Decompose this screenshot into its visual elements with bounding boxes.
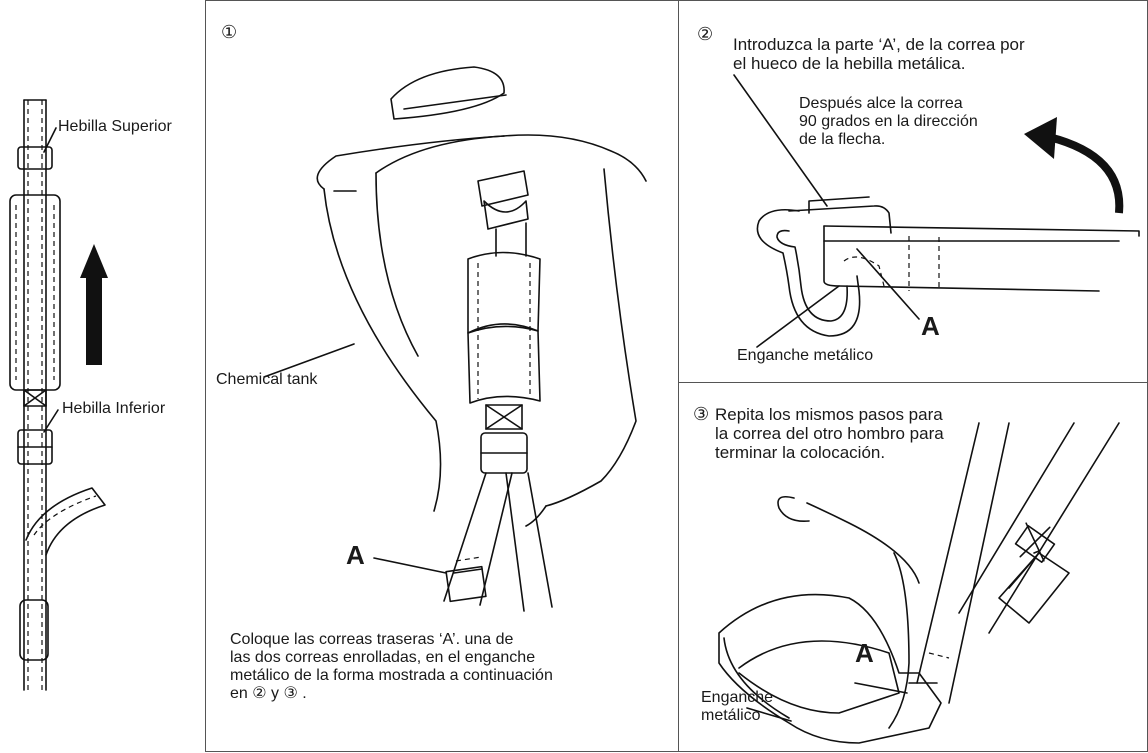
tank-label: Chemical tank <box>216 371 317 389</box>
lower-buckle-label: Hebilla Inferior <box>62 400 165 418</box>
strap-diagram: Hebilla Superior Hebilla Inferior <box>0 0 205 752</box>
step3-number: ③ <box>693 405 709 423</box>
strap-illustration <box>0 0 205 752</box>
upper-buckle-label: Hebilla Superior <box>58 118 172 136</box>
step3-instructions: Repita los mismos pasos para la correa d… <box>715 405 944 462</box>
step2-panel: ② Introduzca la parte ‘A’, de la correa … <box>678 0 1148 383</box>
step1-instructions: Coloque las correas traseras ‘A’. una de… <box>230 631 553 703</box>
step3-hook-label: Enganche metálico <box>701 689 773 725</box>
step2-hook-label: Enganche metálico <box>737 347 873 365</box>
step1-strap-label: A <box>346 541 365 569</box>
step2-strap-label: A <box>921 312 940 340</box>
step3-strap-label: A <box>855 639 874 667</box>
step2-instructions: Introduzca la parte ‘A’, de la correa po… <box>733 35 1025 73</box>
step2-number: ② <box>697 25 713 43</box>
step3-panel: ③ Repita los mismos pasos para la correa… <box>678 382 1148 752</box>
step1-panel: ① Chemical tank A Coloque las correas tr… <box>205 0 679 752</box>
step1-number: ① <box>221 23 237 41</box>
step2-sub-instructions: Después alce la correa 90 grados en la d… <box>799 95 978 149</box>
